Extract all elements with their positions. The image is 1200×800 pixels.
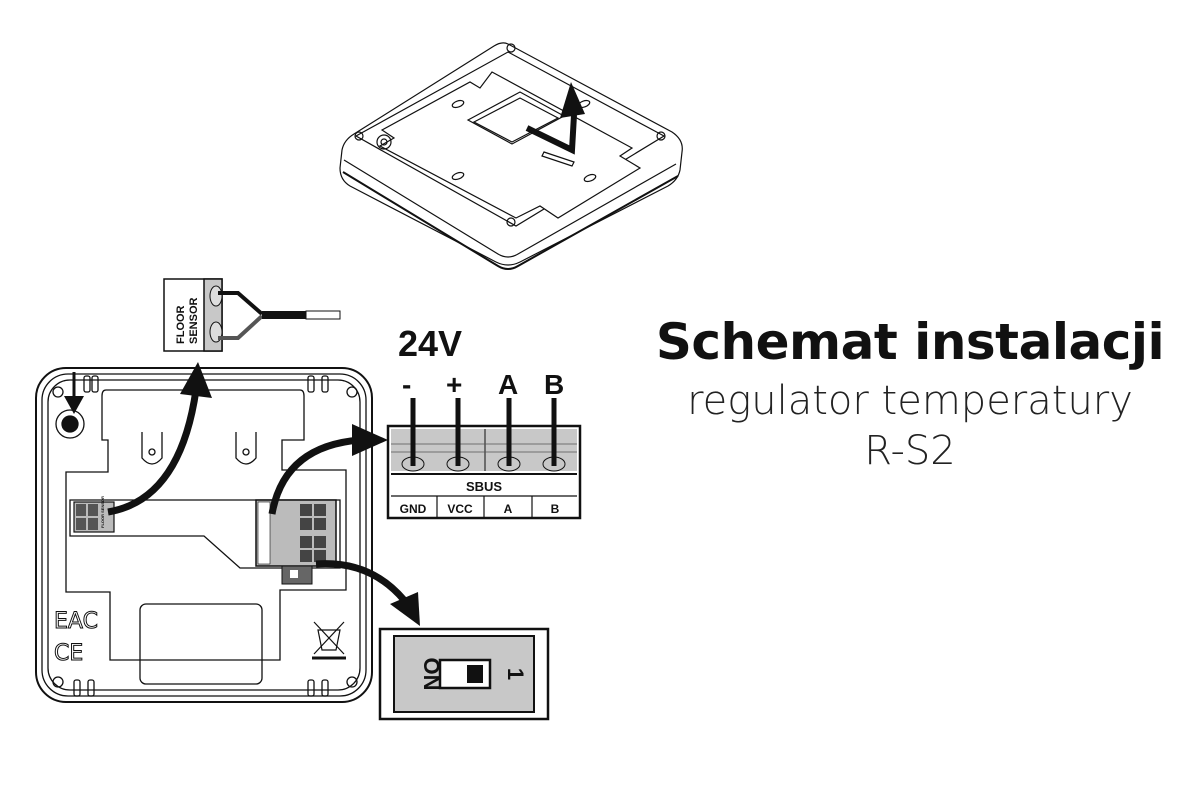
floor-sensor-box: FLOOR SENSOR	[163, 278, 341, 352]
pin-label-vcc: VCC	[447, 502, 473, 516]
bus-label: SBUS	[466, 479, 502, 494]
subtitle: regulator temperatury	[687, 378, 1133, 424]
arrow-to-floor-sensor-icon	[107, 362, 212, 516]
dip-switch-enlarged: ON 1	[378, 627, 550, 721]
eac-mark: EAC	[54, 609, 98, 634]
title-block: Schemat instalacji regulator temperatury…	[640, 310, 1180, 476]
pin-label-a: A	[504, 502, 513, 516]
model-name: R-S2	[864, 428, 956, 474]
arrow-to-mount-hole-icon	[64, 372, 84, 414]
page-title: Schemat instalacji	[655, 313, 1165, 371]
remove-plate-arrow-icon	[525, 82, 585, 155]
wire-label-a: A	[498, 369, 518, 400]
arrow-to-sbus-icon	[268, 424, 388, 515]
pin-label-gnd: GND	[400, 502, 427, 516]
small-sensor-label: FLOOR SENSOR	[100, 496, 105, 528]
sensor-label: SENSOR	[188, 297, 200, 344]
floor-label: FLOOR	[175, 305, 187, 344]
certification-marks: EAC CE	[54, 609, 99, 667]
voltage-label: 24V	[398, 323, 462, 364]
floor-sensor-terminal: FLOOR SENSOR	[73, 496, 115, 533]
arrow-to-dip-switch-icon	[315, 560, 420, 626]
mounting-plate-drawing	[339, 42, 683, 270]
dip-switch-number: 1	[503, 668, 528, 680]
weee-bin-icon	[312, 621, 346, 660]
wire-label-minus: -	[402, 369, 411, 400]
sbus-terminal-enlarged: 24V - + A B SBUS GND VCC A B	[386, 323, 582, 520]
wire-label-b: B	[544, 369, 564, 400]
device-back-drawing	[35, 367, 373, 703]
ce-mark: CE	[54, 641, 83, 666]
wire-label-plus: +	[446, 369, 462, 400]
pin-label-b: B	[551, 502, 560, 516]
